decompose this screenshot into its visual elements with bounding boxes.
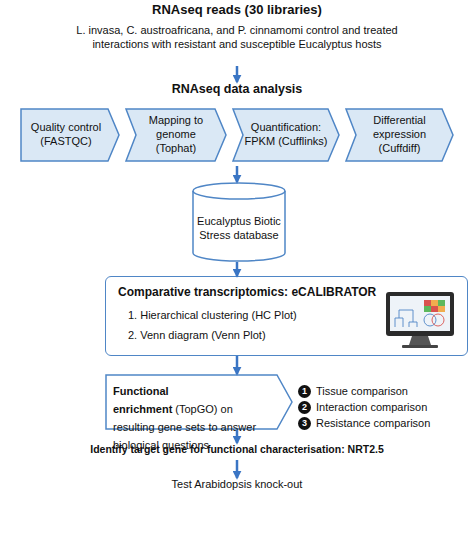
process-step: Quantification: FPKM (Cufflinks) [232,108,340,162]
list-item: 1. Hierarchical clustering (HC Plot) [128,309,297,322]
process-group: Quality control (FASTQC) Mapping to genom… [18,82,456,166]
analysis-box: Functional enrichment(TopGO) on resultin… [105,374,293,430]
shape-border [106,375,292,429]
cylinder-rim [193,191,285,199]
box-heading: Comparative transcriptomics: eCALIBRATOR [118,285,376,299]
flow-arrow [236,66,239,82]
group-heading: RNAseq data analysis [172,82,303,97]
heading-text: RNAseq reads (30 libraries) [152,2,322,18]
list-item: 2. Venn diagram (Venn Plot) [128,329,266,342]
step-label: Quantification: FPKM (Cufflinks) [244,121,328,149]
shape-border [21,109,119,161]
process-step: Differential expression (Cuffdiff) [345,108,454,162]
shape-border [233,109,339,161]
input-description: RNAseq reads (30 libraries) L. invasa, C.… [30,2,444,66]
description-text: L. invasa, C. austroafricana, and P. cin… [52,23,422,52]
step-label: Quality control (FASTQC) [26,121,106,149]
list-label: Resistance comparison [316,417,430,430]
shape-border [193,183,285,261]
shape-border [126,109,226,161]
list-label: Tissue comparison [316,385,408,398]
callout-number: 2 [298,401,311,414]
shape-border [346,109,453,161]
flow-arrow [236,356,239,374]
list-label: Interaction comparison [316,401,427,414]
database-cylinder: Eucalyptus Biotic Stress database [192,182,286,262]
result-label: Identify target gene for functional char… [90,443,383,456]
test-text: Test Arabidopsis knock-out [137,478,337,495]
step-label: Differential expression (Cuffdiff) [357,114,442,155]
flow-arrow [236,460,239,478]
callout-number: 1 [298,385,311,398]
flow-arrow [236,166,239,182]
test-label: Test Arabidopsis knock-out [172,478,303,491]
process-step: Quality control (FASTQC) [20,108,120,162]
process-step: Mapping to genome (Tophat) [125,108,227,162]
callout-number: 3 [298,417,311,430]
result-text: Identify target gene for functional char… [57,443,417,460]
step-label: Mapping to genome (Tophat) [137,114,215,155]
database-label: Eucalyptus Biotic Stress database [196,214,282,243]
tool-box: Comparative transcriptomics: eCALIBRATOR… [105,276,468,356]
flow-arrow [236,262,239,276]
